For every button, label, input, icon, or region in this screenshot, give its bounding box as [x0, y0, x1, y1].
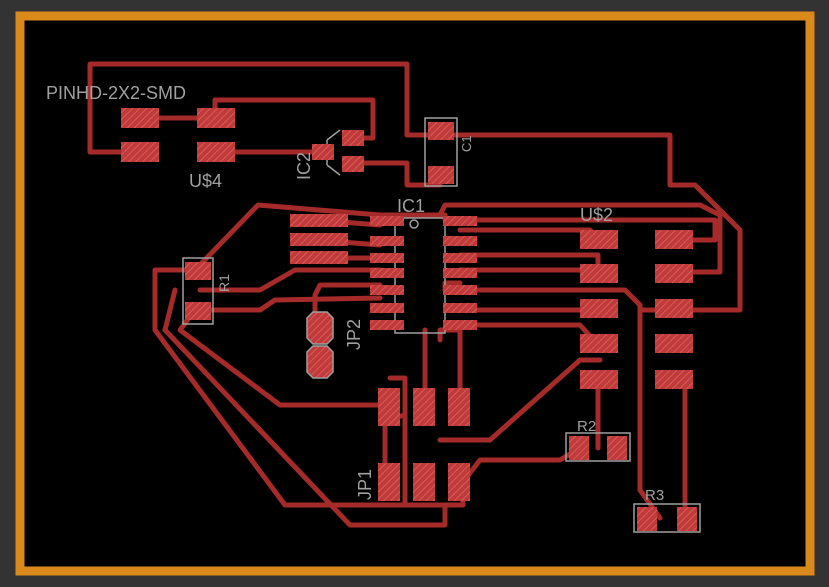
jp2-pads — [306, 311, 334, 379]
pinhd-pads — [121, 108, 235, 162]
r2-outline — [565, 432, 631, 462]
c1-outline — [424, 117, 458, 187]
ic2-pads — [312, 130, 364, 172]
label-ic2: IC2 — [294, 152, 314, 180]
label-u4: U$4 — [189, 171, 222, 191]
c1-pads — [428, 122, 454, 184]
label-r1: R1 — [216, 274, 232, 292]
r3-pads — [637, 507, 697, 531]
r1-pads — [185, 262, 211, 320]
board-outline — [15, 11, 815, 576]
jp1-pads — [378, 388, 470, 501]
header-pads — [290, 214, 348, 264]
label-u2: U$2 — [580, 205, 613, 225]
label-ic1: IC1 — [397, 196, 425, 216]
ic1-pads-left — [370, 216, 404, 330]
label-jp1: JP1 — [355, 469, 375, 500]
r2-pads — [569, 436, 627, 460]
label-c1: C1 — [459, 135, 474, 152]
r3-outline — [633, 503, 701, 533]
ic1-pads-right — [443, 216, 477, 330]
label-jp2: JP2 — [344, 319, 364, 350]
label-pinhd: PINHD-2X2-SMD — [46, 83, 186, 103]
label-r3: R3 — [645, 487, 664, 504]
u2-pads — [580, 230, 693, 389]
label-r2: R2 — [577, 418, 596, 435]
r1-outline — [182, 257, 214, 325]
